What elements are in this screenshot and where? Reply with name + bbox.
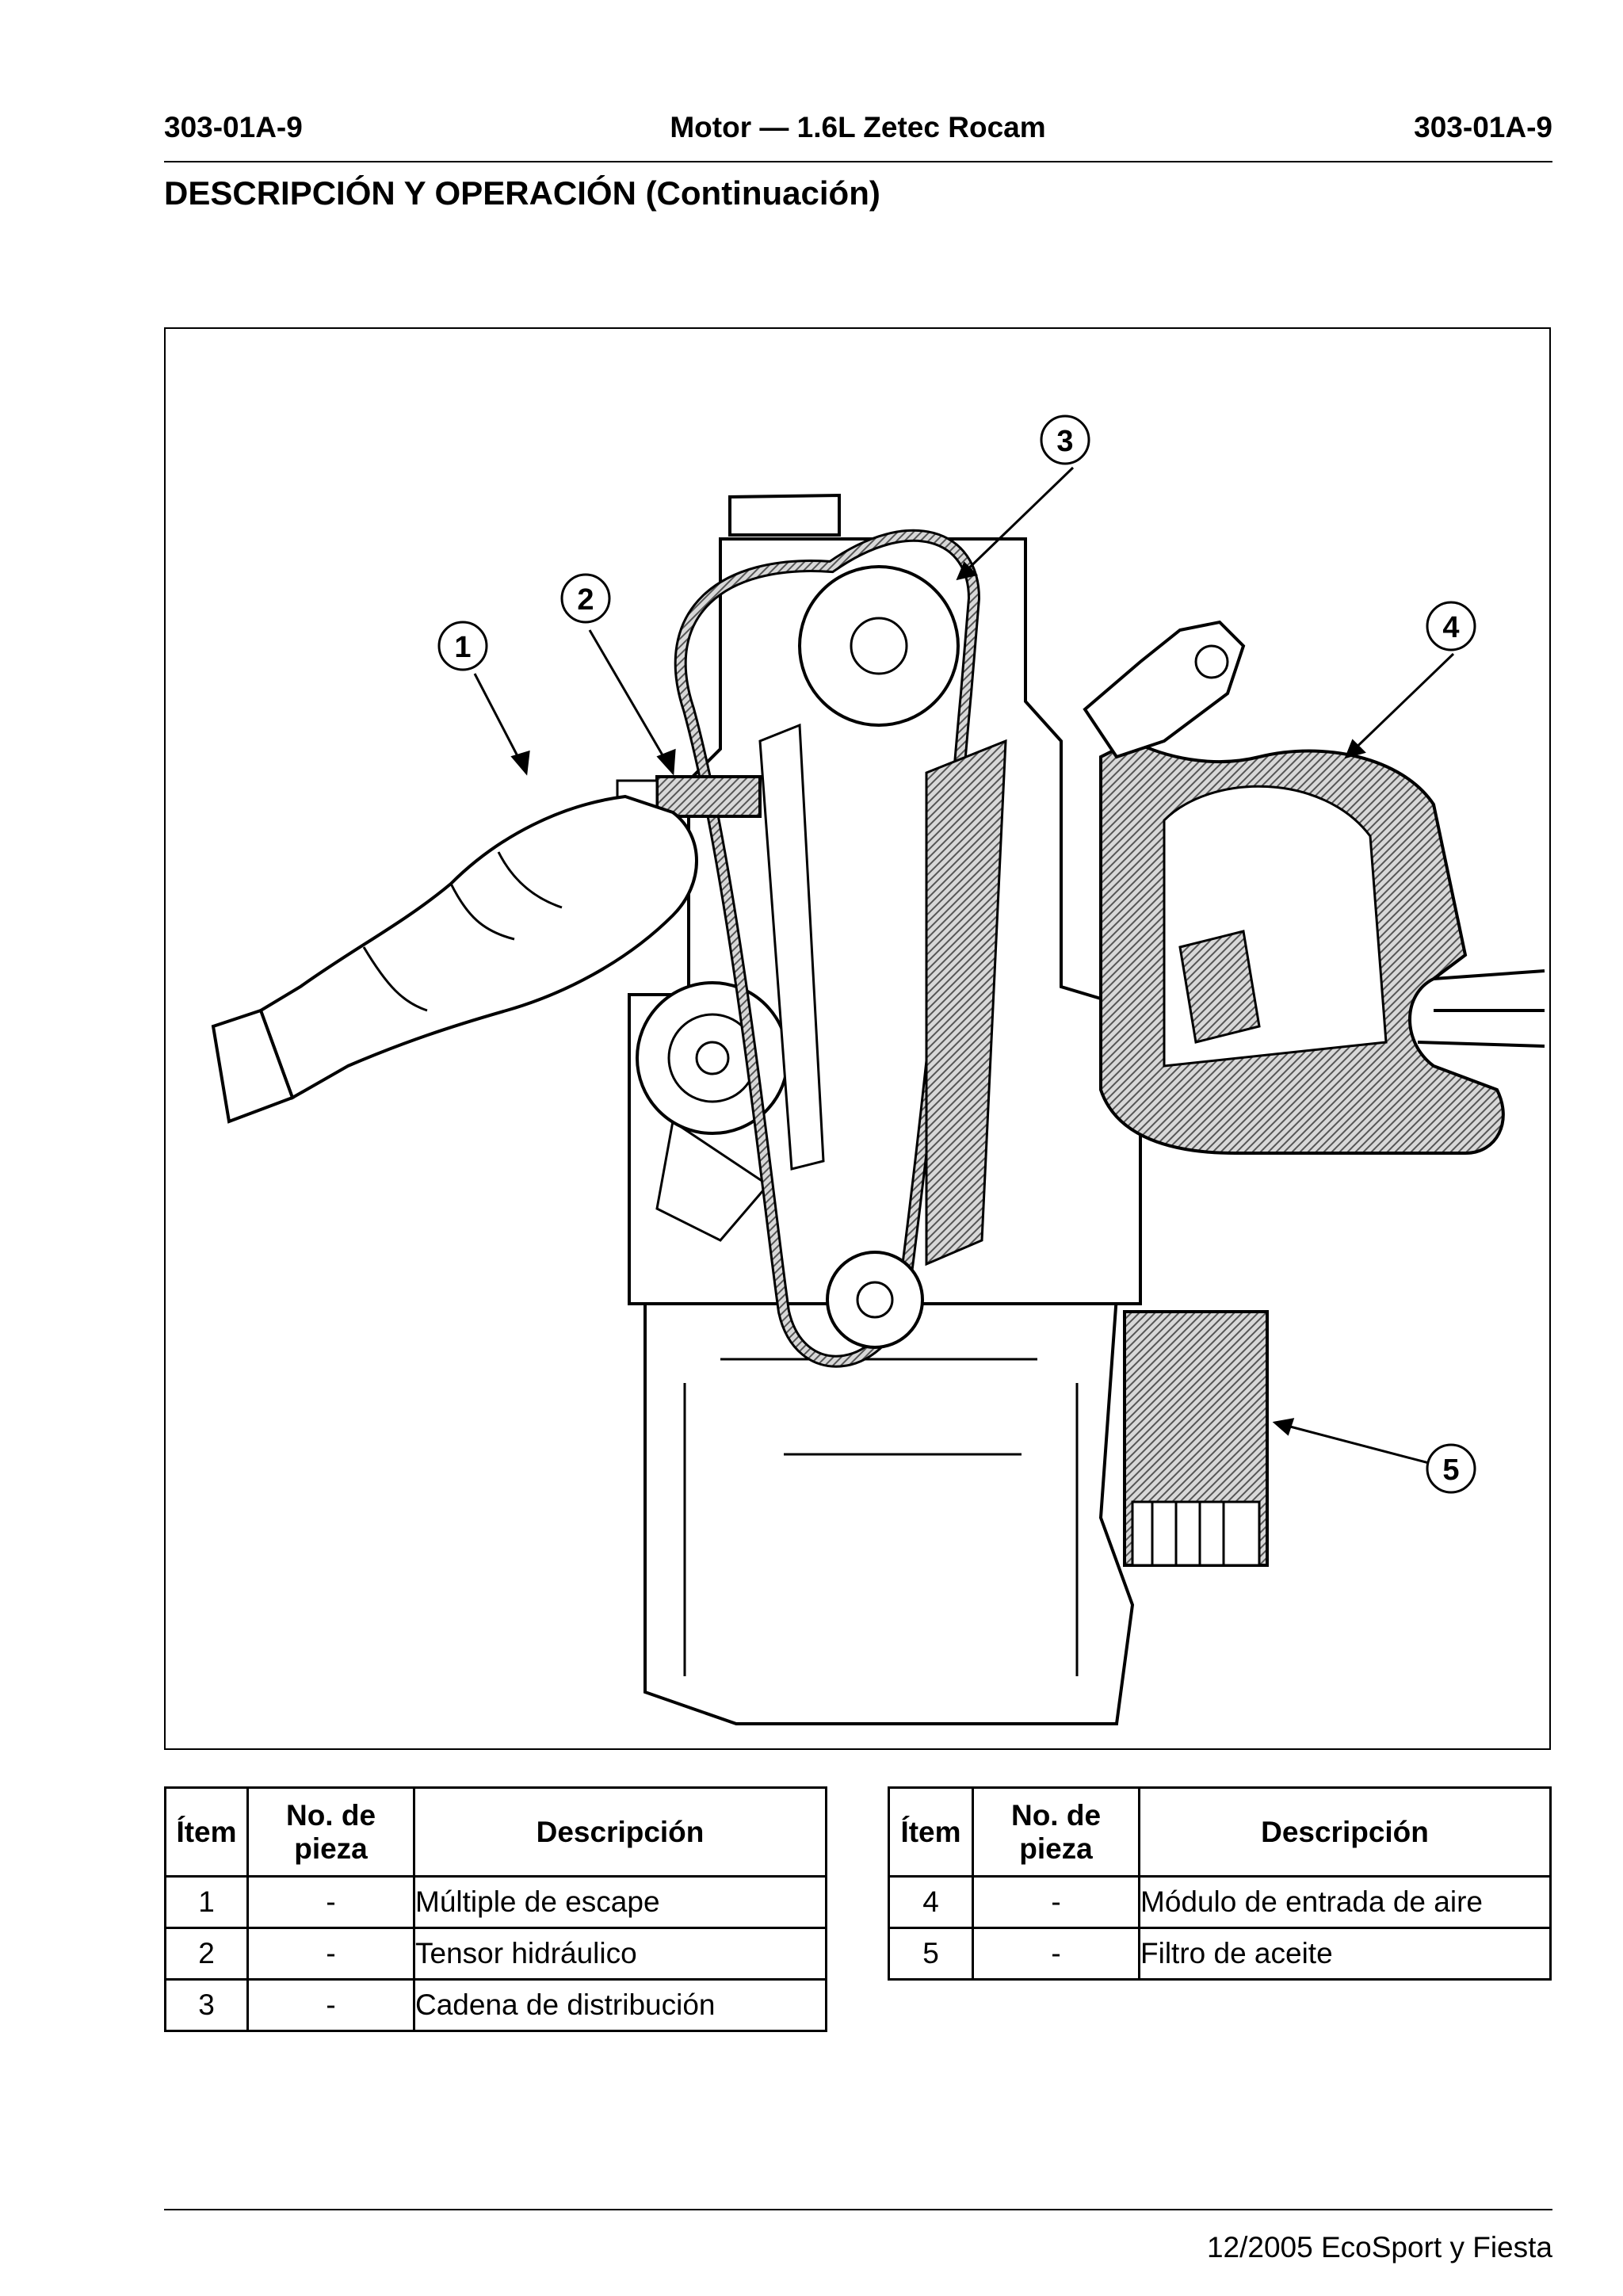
callout-3: 3: [1040, 415, 1090, 465]
water-pump: [636, 981, 789, 1135]
svg-text:2: 2: [577, 583, 594, 617]
hydraulic-tensioner: [616, 775, 762, 818]
header-title: Motor — 1.6L Zetec Rocam: [670, 111, 1046, 143]
oil-pan: [643, 1294, 1135, 1725]
callout-4: 4: [1426, 601, 1476, 651]
cell-part-no: -: [972, 1875, 1140, 1929]
cell-description: Tensor hidráulico: [413, 1927, 827, 1981]
col-item: Ítem: [888, 1786, 974, 1878]
cell-part-no: -: [246, 1875, 415, 1929]
parts-table-left: Ítem No. de pieza Descripción 1 - Múltip…: [164, 1786, 827, 2032]
footer-rule: [164, 2209, 1552, 2210]
callout-5: 5: [1426, 1443, 1476, 1494]
col-item: Ítem: [164, 1786, 249, 1878]
leader-lines: [473, 466, 1455, 1465]
cell-part-no: -: [972, 1927, 1140, 1981]
col-part-no: No. de pieza: [246, 1786, 415, 1878]
svg-text:5: 5: [1442, 1454, 1459, 1487]
cell-item: 5: [888, 1927, 974, 1981]
table-row: 2 - Tensor hidráulico: [164, 1927, 827, 1981]
svg-text:4: 4: [1442, 611, 1459, 644]
hand-illustration: [258, 794, 698, 1100]
table-row: 5 - Filtro de aceite: [888, 1927, 1552, 1981]
parts-table-right: Ítem No. de pieza Descripción 4 - Módulo…: [888, 1786, 1552, 1981]
cell-part-no: -: [246, 1978, 415, 2032]
col-description: Descripción: [1138, 1786, 1552, 1878]
cell-part-no: -: [246, 1927, 415, 1981]
callout-2: 2: [560, 573, 611, 624]
cell-item: 3: [164, 1978, 249, 2032]
cam-sprocket: [798, 565, 960, 727]
cell-item: 1: [164, 1875, 249, 1929]
svg-text:3: 3: [1056, 425, 1073, 458]
footer-text: 12/2005 EcoSport y Fiesta: [1206, 2231, 1552, 2264]
oil-filter: [1123, 1310, 1269, 1567]
throttle-body: [1083, 620, 1246, 759]
table-row: 3 - Cadena de distribución: [164, 1978, 827, 2032]
cell-description: Múltiple de escape: [413, 1875, 827, 1929]
table-row: 4 - Módulo de entrada de aire: [888, 1875, 1552, 1929]
header-rule: [164, 161, 1552, 162]
cell-item: 2: [164, 1927, 249, 1981]
engine-illustration: 1 2 3 4 5: [211, 415, 1545, 1725]
cell-description: Cadena de distribución: [413, 1978, 827, 2032]
svg-text:1: 1: [454, 631, 471, 664]
section-title: DESCRIPCIÓN Y OPERACIÓN (Continuación): [164, 174, 880, 212]
table-header-row: Ítem No. de pieza Descripción: [164, 1786, 827, 1878]
cell-description: Módulo de entrada de aire: [1138, 1875, 1552, 1929]
col-description: Descripción: [413, 1786, 827, 1878]
callout-1: 1: [437, 621, 488, 671]
crank-sprocket: [826, 1251, 924, 1349]
header-code-right: 303-01A-9: [1414, 111, 1552, 143]
table-row: 1 - Múltiple de escape: [164, 1875, 827, 1929]
header-code-left: 303-01A-9: [164, 111, 303, 143]
tensioner-arm: [758, 723, 825, 1171]
cell-item: 4: [888, 1875, 974, 1929]
cell-description: Filtro de aceite: [1138, 1927, 1552, 1981]
engine-figure: 1 2 3 4 5: [164, 327, 1551, 1750]
table-header-row: Ítem No. de pieza Descripción: [888, 1786, 1552, 1878]
col-part-no: No. de pieza: [972, 1786, 1140, 1878]
chain-guide: [925, 739, 1007, 1266]
